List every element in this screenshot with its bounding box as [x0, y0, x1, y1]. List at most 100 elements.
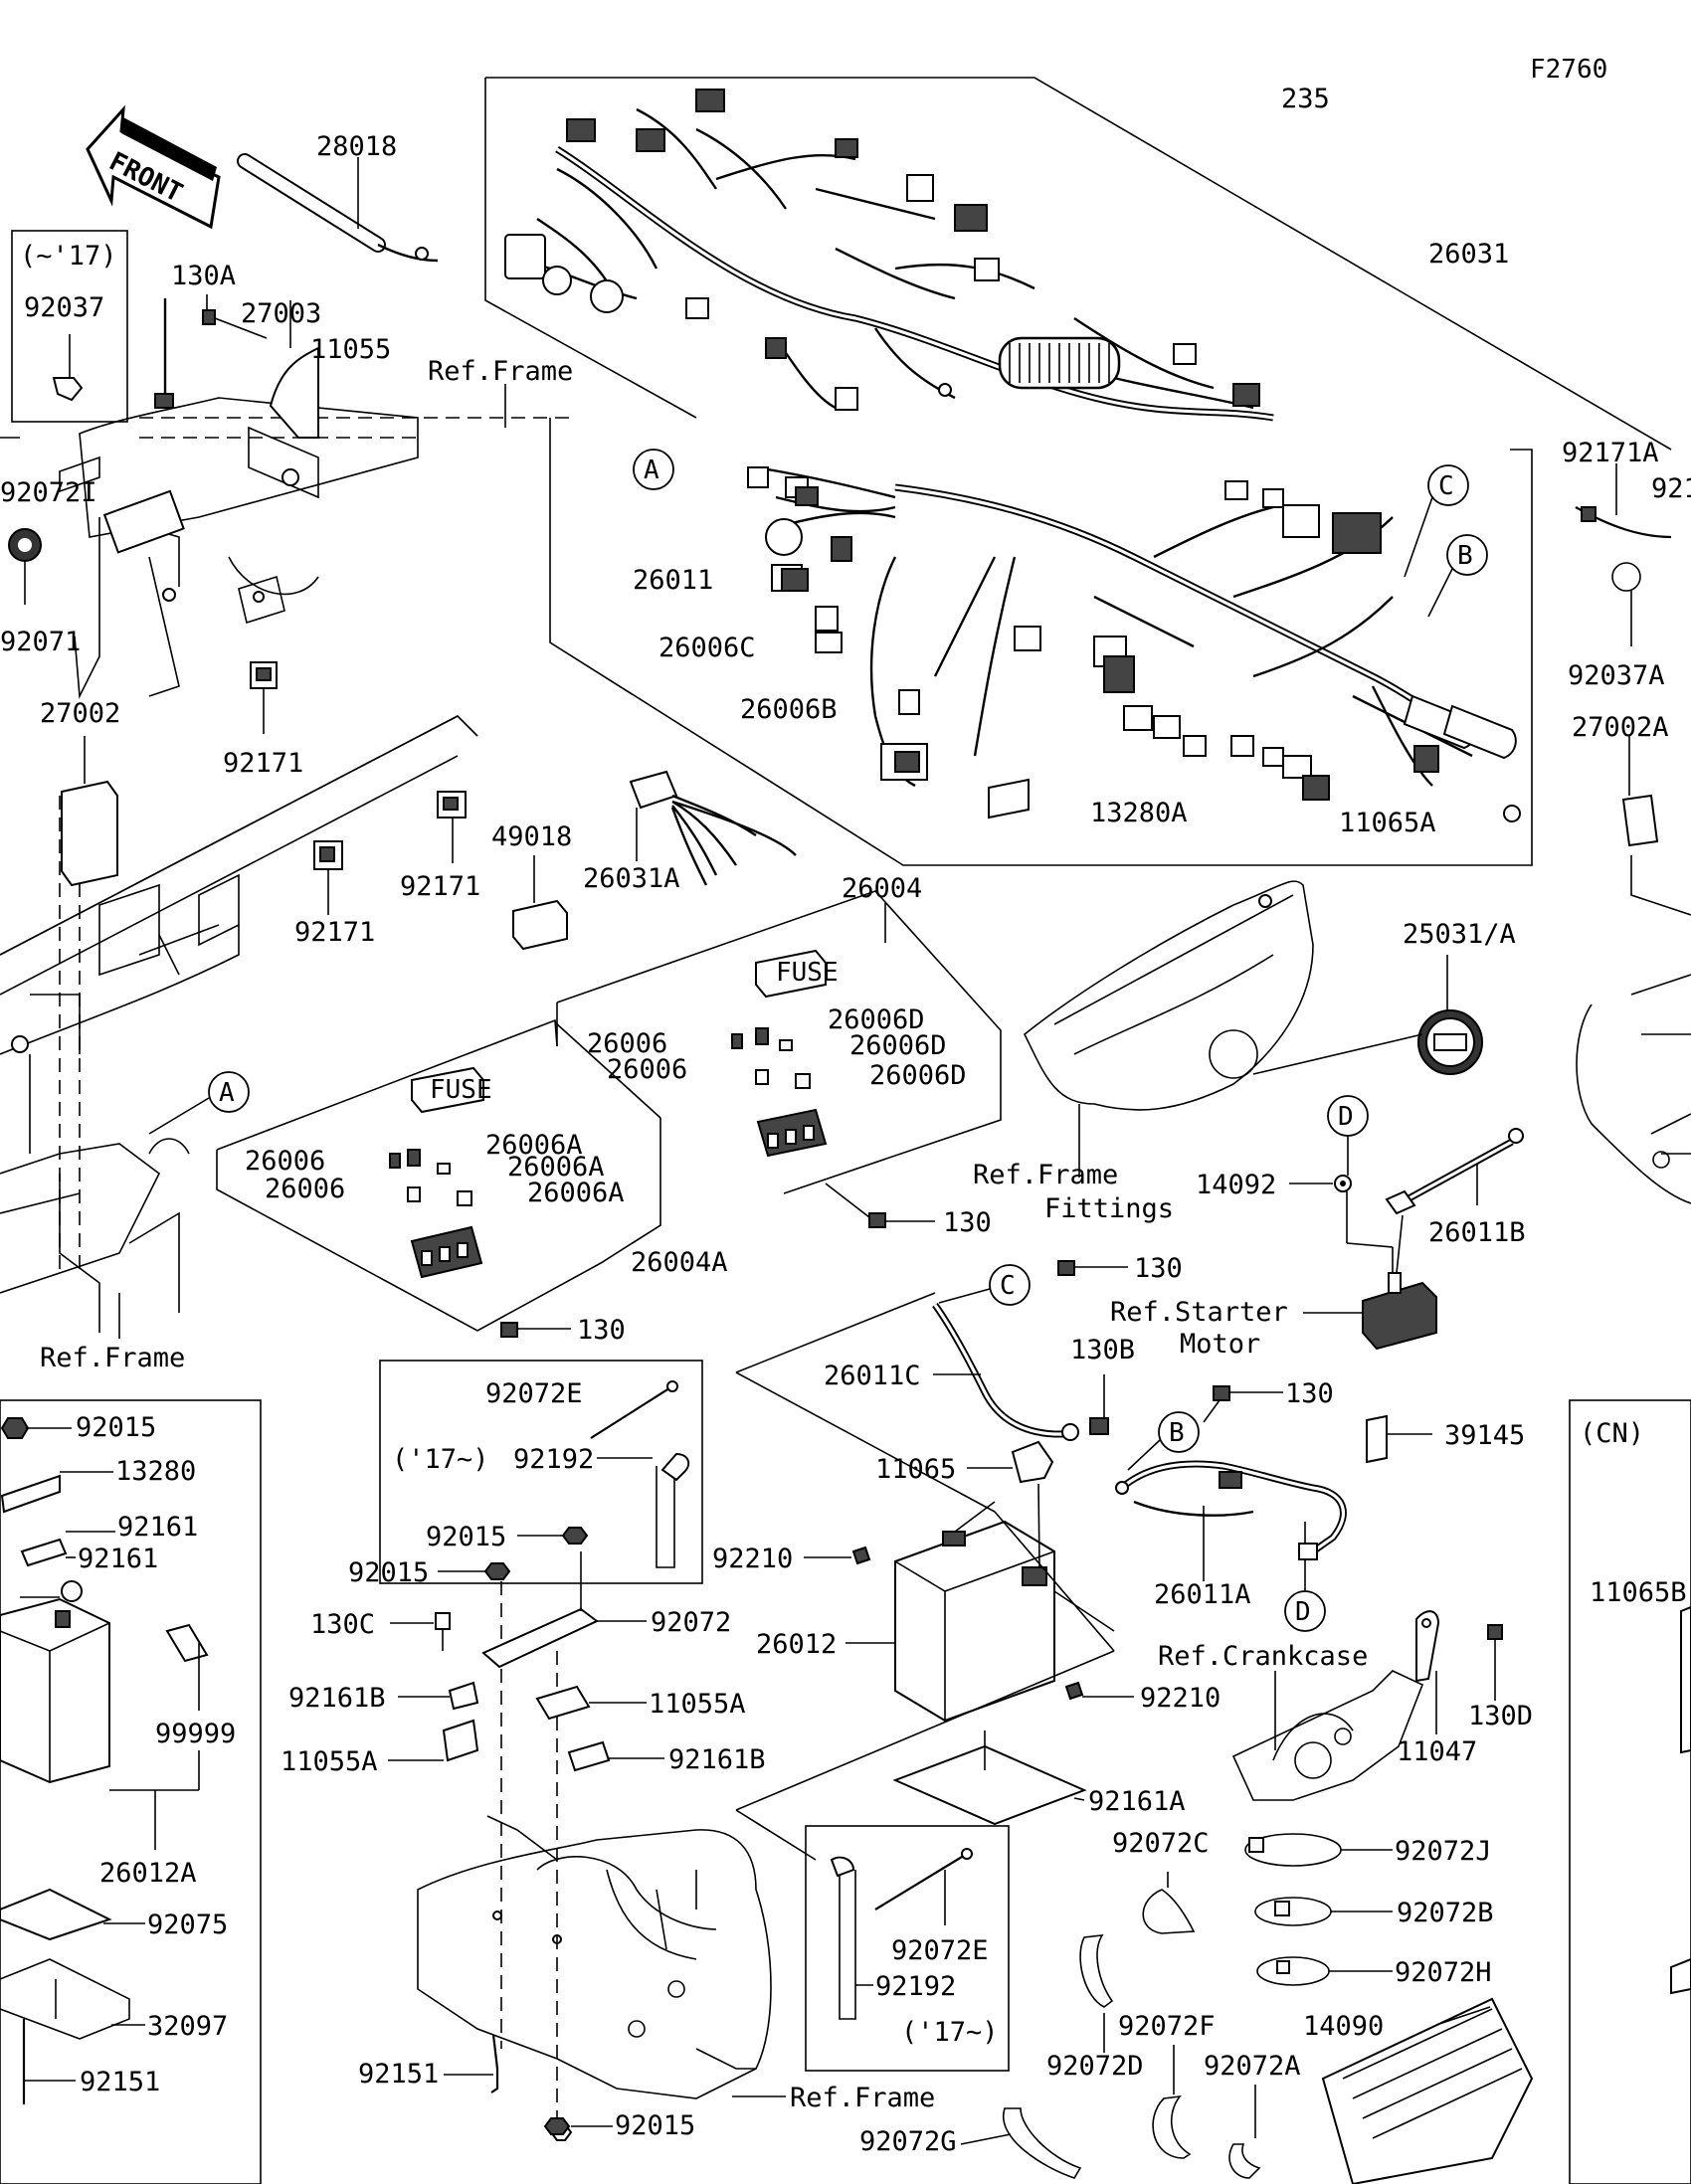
part-label: 11055A [649, 1689, 746, 1720]
part-label: 92072J [1395, 1836, 1492, 1867]
callout-d-top-letter: D [1338, 1102, 1354, 1132]
nut-92015-a [517, 1527, 589, 1545]
part-label: 49018 [491, 821, 572, 852]
cover-14090 [1321, 1997, 1534, 2184]
ref-frame-fittings-1: Ref.Frame [973, 1160, 1118, 1190]
part-label: 92161 [117, 1512, 198, 1543]
screw-130-c [1057, 1260, 1128, 1276]
part-label: 11065A [1339, 808, 1436, 838]
screw-130b [1089, 1374, 1109, 1435]
part-label: 26006B [740, 694, 838, 725]
part-label: 92072A [1204, 2051, 1301, 2082]
band-92072h [1256, 1956, 1393, 1986]
part-label: 99999 [155, 1719, 236, 1749]
harness-connector [504, 234, 546, 279]
band-92072g [960, 2107, 1082, 2179]
part-label: 39145 [1444, 1420, 1525, 1451]
cap-11065 [967, 1440, 1054, 1484]
callout-c-top: C [1404, 464, 1469, 578]
callout-a-top-letter: A [644, 455, 659, 485]
ref-frame-bottom: Ref.Frame [790, 2083, 935, 2113]
part-label: 26004 [842, 873, 922, 904]
screw-130-d [1203, 1385, 1283, 1423]
frame-rail-left [0, 715, 478, 956]
part-label: 92072D [1046, 2051, 1144, 2082]
grommet-92071 [8, 528, 42, 605]
part-label: 130 [577, 1315, 626, 1346]
bracket-92161b-b [567, 1740, 664, 1772]
tube-28018 [237, 153, 439, 263]
reference-labels: Ref.Frame Ref.Frame Fittings Ref.Starter… [40, 356, 1368, 2113]
part-label: 26006A [527, 1178, 625, 1208]
part-label: 92192 [875, 1971, 956, 2002]
lower-tray [417, 1815, 786, 2099]
part-label: 27003 [241, 298, 321, 329]
bracket-92161b-a [398, 1681, 479, 1711]
part-label: 26031 [1428, 239, 1509, 270]
part-label: 14092 [1196, 1170, 1276, 1200]
ref-frame-top: Ref.Frame [428, 356, 573, 387]
part-label: 26006D [869, 1060, 967, 1091]
fuse-label-26004: FUSE [776, 958, 839, 988]
part-label: 92015 [426, 1522, 506, 1552]
ref-crankcase: Ref.Crankcase [1158, 1641, 1368, 1672]
band-27003 [269, 300, 319, 439]
part-label: 26011B [1428, 1217, 1526, 1248]
part-label: 92171 [1651, 473, 1691, 504]
ref-frame-fittings-2: Fittings [1044, 1193, 1174, 1224]
band-92072j [1244, 1833, 1393, 1867]
part-label: 92151 [358, 2059, 439, 2090]
bracket-11047 [1415, 1610, 1440, 1734]
part-label: 26011A [1154, 1579, 1251, 1610]
part-label: 26006 [587, 1028, 667, 1059]
part-label: 130B [1070, 1335, 1135, 1365]
part-label: 26006 [245, 1146, 325, 1177]
plate-92072 [481, 1551, 647, 1669]
part-label: 92161B [668, 1744, 766, 1775]
fuse-label-26004a: FUSE [430, 1075, 492, 1105]
band-92072a [1228, 2085, 1261, 2179]
pad-92210-b [1064, 1681, 1134, 1701]
callout-a-left-letter: A [219, 1078, 235, 1108]
part-label: 26006A [507, 1152, 605, 1183]
part-label: 28018 [316, 131, 397, 162]
callout-c-top-letter: C [1438, 471, 1454, 501]
part-label: 26004A [631, 1247, 728, 1278]
part-label: 235 [1281, 84, 1330, 114]
callout-c-mid-letter: C [1000, 1271, 1016, 1301]
part-label: 92037A [1568, 660, 1665, 691]
part-label: 92075 [147, 1910, 228, 1940]
part-label: 27002A [1572, 712, 1669, 743]
pad-92161a [892, 1730, 1087, 1826]
cable-26011a [1115, 1460, 1347, 1581]
part-label: 92161 [78, 1544, 158, 1574]
part-label: 32097 [147, 2011, 228, 2042]
part-label: 11065 [875, 1454, 956, 1485]
clamp-92171-c [437, 791, 467, 863]
ref-frame-left: Ref.Frame [40, 1343, 185, 1373]
part-label: 92072F [1118, 2011, 1216, 2042]
part-label: 92171 [294, 917, 375, 948]
band-92072d [1079, 1934, 1114, 2053]
left-battery-box [0, 1399, 262, 2184]
part-label: 130D [1468, 1701, 1533, 1731]
part-number-labels: 235 26031 28018 130A 27003 11055 92037 9… [0, 84, 1691, 2157]
part-label: 92171 [400, 871, 480, 902]
part-label: 130 [1134, 1253, 1183, 1284]
part-label: 92151 [80, 2067, 160, 2097]
screw-130-b [500, 1322, 571, 1338]
fuse-box-26004a: FUSE [389, 1066, 492, 1279]
part-label: 26012A [99, 1858, 197, 1889]
part-label: 92192 [513, 1444, 594, 1475]
callout-b-top-letter: B [1457, 541, 1473, 571]
nut-92015-c [543, 2117, 613, 2135]
part-label: 92072H [1395, 1957, 1492, 1988]
bolt-130d [1487, 1624, 1503, 1701]
ref-starter-1: Ref.Starter [1110, 1297, 1288, 1328]
part-label: 92171 [223, 748, 303, 779]
fuse-box-26004: FUSE [731, 949, 839, 1158]
callout-c-mid: C [938, 1264, 1031, 1306]
part-label: 130A [171, 261, 236, 291]
part-label: 14090 [1303, 2011, 1384, 2042]
